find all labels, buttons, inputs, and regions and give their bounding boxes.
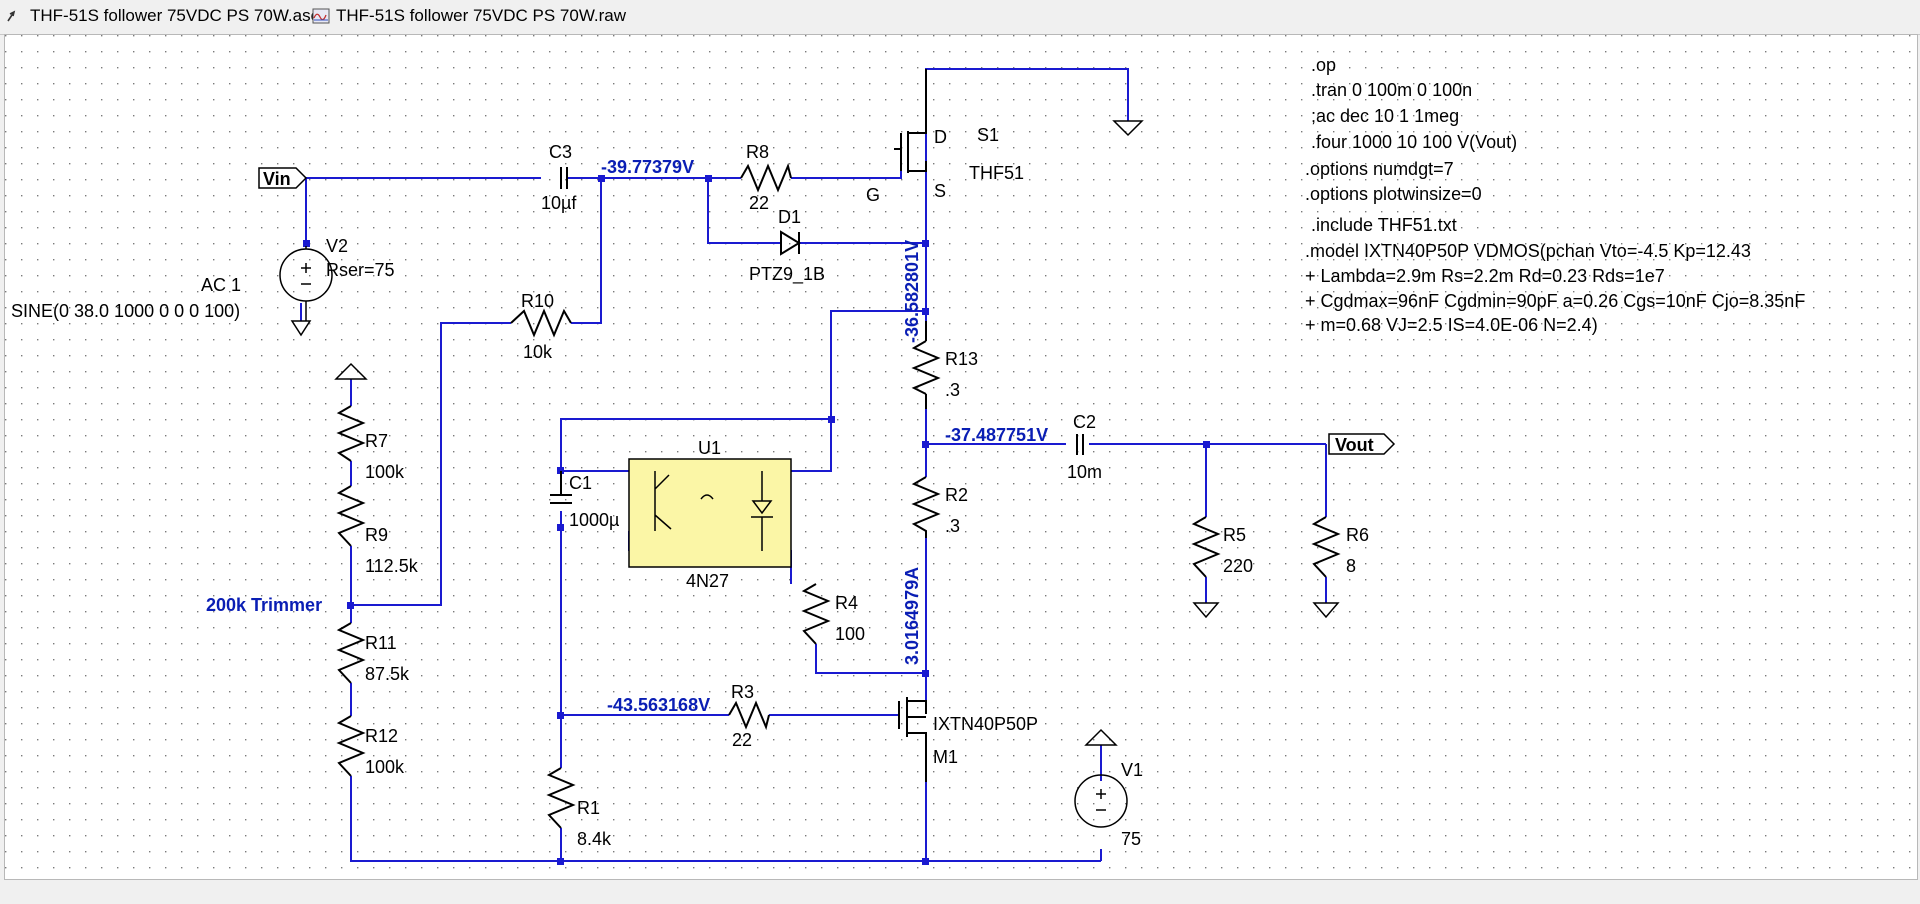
net-flags	[258, 167, 1396, 455]
v1-name: V1	[1121, 760, 1143, 780]
r7-name: R7	[365, 431, 388, 451]
u1-name: U1	[698, 438, 721, 458]
r1-value: 8.4k	[577, 829, 612, 849]
r13-value: .3	[945, 380, 960, 400]
r4-value: 100	[835, 624, 865, 644]
tab-bar: THF-51S follower 75VDC PS 70W.asc THF-51…	[0, 0, 1920, 35]
directive-line: .options numdgt=7	[1305, 159, 1454, 179]
directive-line: .model IXTN40P50P VDMOS(pchan Vto=-4.5 K…	[1305, 241, 1751, 261]
r9-name: R9	[365, 525, 388, 545]
r4-name: R4	[835, 593, 858, 613]
r8-value: 22	[749, 193, 769, 213]
vin-net-label: Vin	[263, 169, 291, 189]
s1-value: THF51	[969, 163, 1024, 183]
vout-net-label: Vout	[1335, 435, 1374, 455]
r10-value: 10k	[523, 342, 553, 362]
current-r2: 3.0164979A	[902, 567, 922, 665]
junctions	[303, 175, 1210, 865]
directive-line: .include THF51.txt	[1311, 215, 1457, 235]
r13-name: R13	[945, 349, 978, 369]
r8-name: R8	[746, 142, 769, 162]
c3-name: C3	[549, 142, 572, 162]
waveform-icon	[312, 8, 330, 24]
r10-name: R10	[521, 291, 554, 311]
r3-name: R3	[731, 682, 754, 702]
directive-line: .options plotwinsize=0	[1305, 184, 1482, 204]
d1-value: PTZ9_1B	[749, 264, 825, 285]
ground-symbols	[290, 120, 1340, 746]
directive-line: + Cgdmax=96nF Cgdmin=90pF a=0.26 Cgs=10n…	[1305, 291, 1805, 311]
voltage-c3-node: -39.77379V	[601, 157, 694, 177]
v2-rser: Rser=75	[326, 260, 395, 280]
tab-waveform-label: THF-51S follower 75VDC PS 70W.raw	[336, 6, 627, 25]
directive-line: .four 1000 10 100 V(Vout)	[1311, 132, 1517, 152]
c3-value: 10µf	[541, 193, 577, 213]
optocoupler-u1	[628, 458, 792, 568]
c1-value: 1000µ	[569, 510, 619, 530]
voltage-out-node: -37.487751V	[945, 425, 1048, 445]
v1-value: 75	[1121, 829, 1141, 849]
s1-name: S1	[977, 125, 999, 145]
component-symbols	[336, 69, 1341, 829]
u1-value: 4N27	[686, 571, 729, 591]
r11-value: 87.5k	[365, 664, 410, 684]
r1-name: R1	[577, 798, 600, 818]
directive-line: + m=0.68 VJ=2.5 IS=4.0E-06 N=2.4)	[1305, 315, 1598, 335]
r12-value: 100k	[365, 757, 405, 777]
voltage-r3-node: -43.563168V	[607, 695, 710, 715]
directive-line: .tran 0 100m 0 100n	[1311, 80, 1472, 100]
s1-pin-d: D	[934, 127, 947, 147]
r7-value: 100k	[365, 462, 405, 482]
v2-ac: AC 1	[201, 275, 241, 295]
tab-schematic-label: THF-51S follower 75VDC PS 70W.asc	[30, 6, 320, 25]
status-bar	[0, 880, 1920, 904]
r5-name: R5	[1223, 525, 1246, 545]
m1-name: M1	[933, 747, 958, 767]
trimmer-label: 200k Trimmer	[206, 595, 322, 615]
r9-value: 112.5k	[365, 556, 419, 576]
d1-name: D1	[778, 207, 801, 227]
r2-name: R2	[945, 485, 968, 505]
m1-value: IXTN40P50P	[933, 714, 1038, 734]
spice-directives: .op .tran 0 100m 0 100n ;ac dec 10 1 1me…	[1305, 55, 1805, 335]
v2-sine: SINE(0 38.0 1000 0 0 0 100)	[11, 301, 240, 321]
directive-line: ;ac dec 10 1 1meg	[1311, 106, 1459, 126]
r6-name: R6	[1346, 525, 1369, 545]
voltage-s-node: -36.582801V	[902, 240, 922, 343]
r11-name: R11	[365, 633, 397, 653]
r5-value: 220	[1223, 556, 1253, 576]
r6-value: 8	[1346, 556, 1356, 576]
c1-name: C1	[569, 473, 592, 493]
directive-line: + Lambda=2.9m Rs=2.2m Rd=0.23 Rds=1e7	[1305, 266, 1665, 286]
r2-value: .3	[945, 516, 960, 536]
v2-name: V2	[326, 236, 348, 256]
r12-name: R12	[365, 726, 398, 746]
schematic-icon	[6, 8, 24, 24]
voltage-sources	[279, 246, 1128, 828]
c2-value: 10m	[1067, 462, 1102, 482]
directive-line: .op	[1311, 55, 1336, 75]
s1-pin-g: G	[866, 185, 880, 205]
s1-pin-s: S	[934, 181, 946, 201]
r3-value: 22	[732, 730, 752, 750]
grid-background	[5, 35, 1917, 879]
tab-waveform[interactable]: THF-51S follower 75VDC PS 70W.raw	[312, 4, 626, 28]
tab-schematic[interactable]: THF-51S follower 75VDC PS 70W.asc	[6, 4, 319, 28]
schematic-canvas[interactable]: Vin Vout C3 10µf R8 22 D1 PTZ9_1B S1 THF…	[4, 34, 1918, 880]
c2-name: C2	[1073, 412, 1096, 432]
